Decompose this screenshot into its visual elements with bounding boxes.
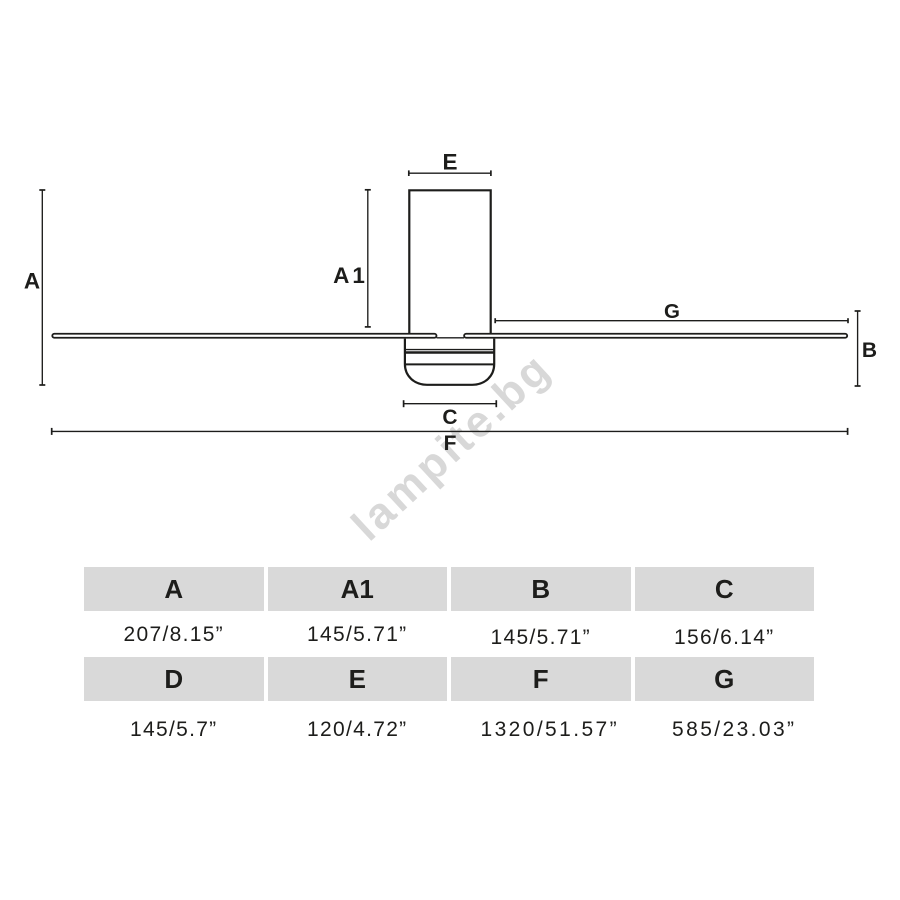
- svg-text:G: G: [664, 300, 680, 323]
- svg-text:A: A: [24, 269, 40, 294]
- svg-text:C: C: [442, 406, 457, 429]
- svg-text:F: F: [444, 432, 457, 455]
- svg-text:E: E: [442, 149, 457, 174]
- svg-text:A1: A1: [333, 263, 368, 288]
- svg-text:B: B: [862, 339, 877, 362]
